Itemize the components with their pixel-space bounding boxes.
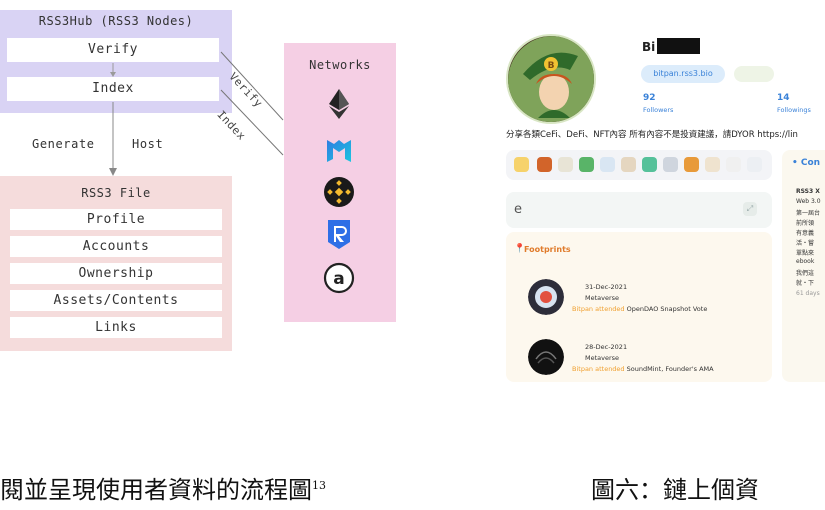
event-description: Bitpan attended OpenDAO Snapshot Vote <box>572 305 707 313</box>
event-place: Metaverse <box>585 354 620 362</box>
event-attendee: Bitpan attended <box>572 365 625 373</box>
file-item-ownership: Ownership <box>10 263 222 284</box>
content-card-title: • Con <box>792 158 821 168</box>
nft-chip-9[interactable] <box>684 157 699 172</box>
content-line: ebook <box>796 258 815 265</box>
nft-chip-8[interactable] <box>663 157 678 172</box>
badge-pill <box>734 66 774 82</box>
event-name[interactable]: SoundMint, Founder's AMA <box>626 365 714 373</box>
ethereum-icon <box>329 89 349 119</box>
nft-chip-6[interactable] <box>621 157 636 172</box>
svg-text:B: B <box>548 61 555 71</box>
profile-name: Bi <box>642 40 656 54</box>
content-heading: Con <box>800 158 821 168</box>
rss3hub-title: RSS3Hub (RSS3 Nodes) <box>38 14 194 28</box>
redaction-bar <box>657 38 700 54</box>
content-line: RSS3 X <box>796 188 820 195</box>
followings-label[interactable]: Followings <box>777 106 811 114</box>
content-line: Web 3.0 <box>796 198 821 205</box>
polygon-icon <box>327 140 351 162</box>
avatar: B <box>506 34 596 124</box>
nft-chip-10[interactable] <box>705 157 720 172</box>
file-item-accounts: Accounts <box>10 236 222 257</box>
profile-bio: 分享各類CeFi、DeFi、NFT內容 所有內容不是投資建議，請DYOR htt… <box>506 130 798 140</box>
verify-edge-label: Verify <box>226 70 266 111</box>
event-date: 31-Dec-2021 <box>585 283 628 291</box>
nft-chip-11[interactable] <box>726 157 741 172</box>
nft-chip-2[interactable] <box>537 157 552 172</box>
file-item-assets-contents: Assets/Contents <box>10 290 222 311</box>
nft-chip-12[interactable] <box>747 157 762 172</box>
file-item-profile: Profile <box>10 209 222 230</box>
event-image-opendao[interactable] <box>528 279 564 315</box>
file-item-links: Links <box>10 317 222 338</box>
left-caption-text: 閱並呈現使用者資料的流程圖 <box>0 476 312 504</box>
index-edge-label: Index <box>214 108 249 143</box>
event-name[interactable]: OpenDAO Snapshot Vote <box>626 305 708 313</box>
event-image-soundmint[interactable] <box>528 339 564 375</box>
content-line: 前所領 <box>796 220 815 227</box>
rss3-file-title: RSS3 File <box>81 186 151 200</box>
expand-icon[interactable]: ⤢ <box>743 202 757 216</box>
search-icon[interactable]: 𝖾 <box>514 202 522 217</box>
content-line: 有意義 <box>796 230 815 237</box>
nft-chip-3[interactable] <box>558 157 573 172</box>
left-figure-caption: 閱並呈現使用者資料的流程圖13 <box>0 470 326 505</box>
event-description: Bitpan attended SoundMint, Founder's AMA <box>572 365 714 373</box>
content-line: 我們這 <box>796 270 815 277</box>
arweave-a-icon: a <box>323 262 355 294</box>
networks-title: Networks <box>309 58 371 72</box>
nft-chip-4[interactable] <box>579 157 594 172</box>
pin-icon: 📍 <box>514 244 526 254</box>
event-date: 28-Dec-2021 <box>585 343 628 351</box>
content-line: 活・嘗 <box>796 240 815 247</box>
footprints-title: Footprints <box>524 245 571 254</box>
content-card[interactable] <box>782 150 825 382</box>
binance-icon <box>324 177 354 207</box>
right-figure-caption: 圖六：鏈上個資 <box>591 476 759 504</box>
event-place: Metaverse <box>585 294 620 302</box>
followers-label[interactable]: Followers <box>643 106 674 114</box>
followers-count[interactable]: 92 <box>643 93 656 103</box>
footnote-marker: 13 <box>312 479 326 492</box>
content-line: 單點來 <box>796 250 815 257</box>
nft-chip-5[interactable] <box>600 157 615 172</box>
host-label: Host <box>132 137 164 151</box>
verify-step: Verify <box>7 38 219 62</box>
content-line: 61 days <box>796 290 820 297</box>
generate-label: Generate <box>32 137 95 151</box>
followings-count[interactable]: 14 <box>777 93 790 103</box>
profile-url-link[interactable]: bitpan.rss3.bio <box>641 65 725 83</box>
svg-text:a: a <box>333 269 344 289</box>
avatar-illustration: B <box>508 36 594 122</box>
content-line: 第一屆台 <box>796 210 821 217</box>
event-attendee: Bitpan attended <box>572 305 625 313</box>
index-step: Index <box>7 77 219 101</box>
nft-chip-1[interactable] <box>514 157 529 172</box>
content-line: 就・下 <box>796 280 815 287</box>
search-card[interactable] <box>506 192 772 228</box>
nft-chip-7[interactable] <box>642 157 657 172</box>
arweave-r-icon <box>328 220 350 249</box>
